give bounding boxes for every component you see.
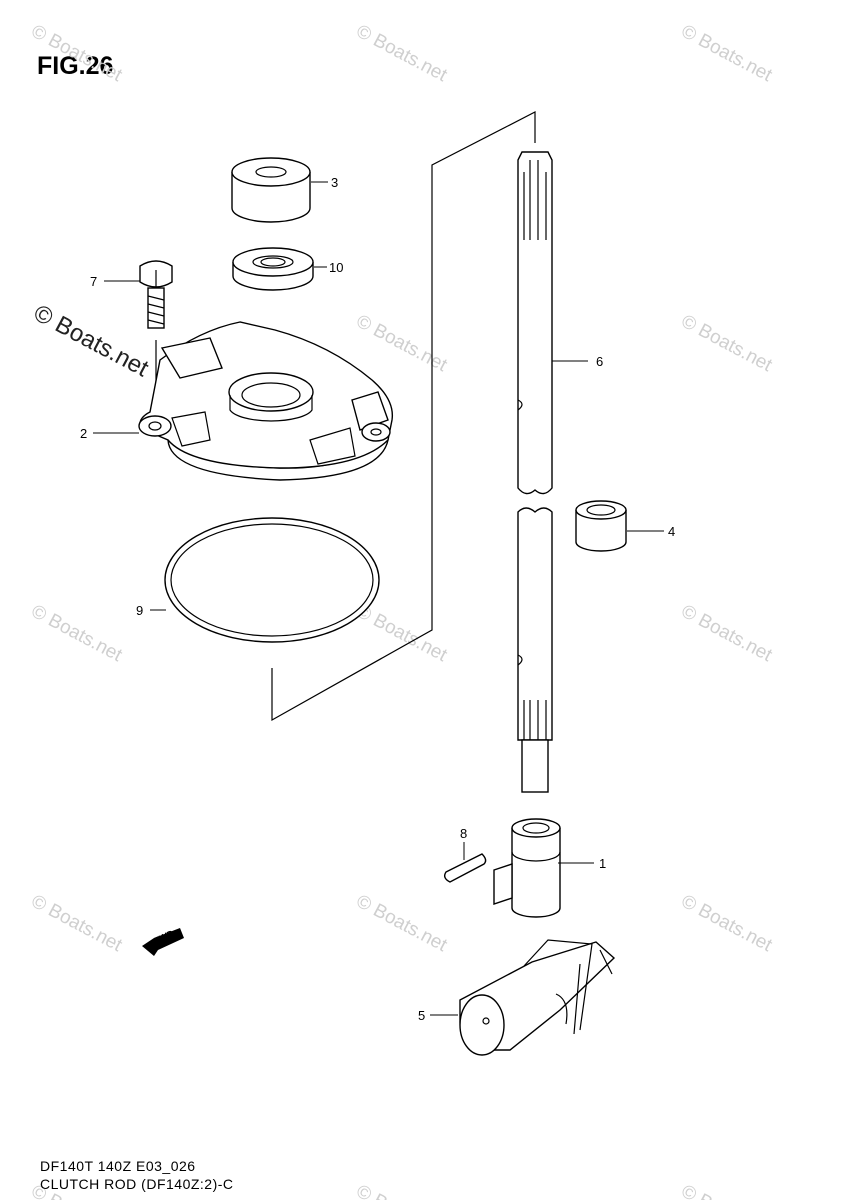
watermark: © Boats.net (28, 601, 126, 667)
part-1-connector (493, 818, 561, 918)
watermark: © Boats.net (353, 601, 451, 667)
caption-code: DF140T 140Z E03_026 (40, 1158, 196, 1174)
callout-4: 4 (668, 524, 675, 539)
callout-8: 8 (460, 826, 467, 841)
callout-10: 10 (329, 260, 343, 275)
watermark: © Boats.net (353, 1181, 451, 1200)
part-3-cap (231, 157, 311, 223)
caption-title: CLUTCH ROD (DF140Z:2)-C (40, 1176, 234, 1192)
callout-9: 9 (136, 603, 143, 618)
part-6-clutch-rod (517, 151, 553, 793)
watermark: © Boats.net (28, 891, 126, 957)
callout-3: 3 (331, 175, 338, 190)
watermark: © Boats.net (678, 21, 776, 87)
watermark-prominent: © Boats.net (29, 299, 153, 382)
watermark: © Boats.net (678, 1181, 776, 1200)
part-8-pin (443, 853, 487, 883)
watermark: © Boats.net (353, 891, 451, 957)
callout-1: 1 (599, 856, 606, 871)
group-bracket (271, 111, 536, 722)
watermark: © Boats.net (678, 601, 776, 667)
watermark: © Boats.net (353, 311, 451, 377)
watermark: © Boats.net (28, 21, 126, 87)
part-10-oil-seal (232, 247, 314, 291)
part-5-shifter (459, 939, 616, 1056)
part-9-o-ring (164, 517, 380, 643)
callout-5: 5 (418, 1008, 425, 1023)
watermark: © Boats.net (678, 311, 776, 377)
callout-6: 6 (596, 354, 603, 369)
callout-2: 2 (80, 426, 87, 441)
callout-7: 7 (90, 274, 97, 289)
part-7-bolt (139, 260, 173, 415)
part-2-guide-housing (138, 321, 394, 481)
figure-title: FIG.26 (37, 52, 114, 80)
forward-arrow-icon: FWD (142, 928, 184, 956)
part-4-bushing (575, 500, 627, 552)
watermark: © Boats.net (353, 21, 451, 87)
watermark: © Boats.net (678, 891, 776, 957)
